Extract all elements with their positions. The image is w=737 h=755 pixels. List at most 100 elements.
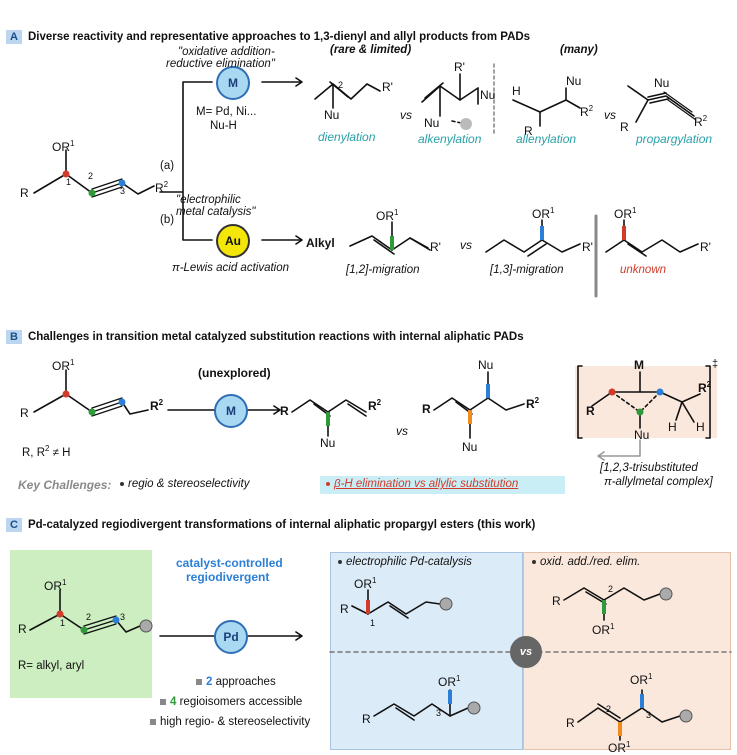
palladium-catalyst: Pd xyxy=(214,620,248,654)
dienylation-label: dienylation xyxy=(318,130,376,144)
cr1-r: R xyxy=(552,594,561,608)
lewis-acid-label: π-Lewis acid activation xyxy=(172,262,290,274)
cr2-or1-bottom: OR1 xyxy=(608,740,631,755)
cl1-r: R xyxy=(340,602,349,616)
c-sm-n1: 1 xyxy=(60,618,66,628)
section-b-header: B Challenges in transition metal catalyz… xyxy=(6,330,524,344)
alk-nu-left: Nu xyxy=(424,116,440,130)
alk-nu-right: Nu xyxy=(480,88,496,102)
section-a-title: Diverse reactivity and representative ap… xyxy=(27,31,531,43)
beta-challenge: β-H elimination vs allylic substitution xyxy=(326,478,518,490)
a-sm-or1: OR1 xyxy=(52,139,75,154)
nu-h-label: Nu-H xyxy=(210,120,237,132)
section-b-badge: B xyxy=(6,330,22,344)
section-a-header: A Diverse reactivity and representative … xyxy=(6,30,530,44)
metal-definition: M= Pd, Ni... xyxy=(196,106,257,118)
rare-label: (rare & limited) xyxy=(330,44,412,56)
section-c-title: Pd-catalyzed regiodivergent transformati… xyxy=(27,519,536,531)
section-c-badge: C xyxy=(6,518,22,532)
complex-m: M xyxy=(634,358,644,372)
allenylation-label: allenylation xyxy=(516,132,577,146)
section-c-header: C Pd-catalyzed regiodivergent transforma… xyxy=(6,518,535,532)
prop-r2: R2 xyxy=(694,114,708,129)
c-sm-n2: 2 xyxy=(86,612,92,622)
path-b-label: (b) xyxy=(160,214,175,226)
cr2-n3: 3 xyxy=(646,710,652,720)
approaches-label: 2 approaches xyxy=(196,676,276,688)
a-sm-n3: 3 xyxy=(120,186,126,196)
c-sm-or1: OR1 xyxy=(44,578,67,593)
vs-1: vs xyxy=(400,108,412,122)
many-label: (many) xyxy=(560,44,598,56)
allen-nu: Nu xyxy=(566,74,582,88)
bp1-r: R xyxy=(280,404,289,418)
c-sm-r: R xyxy=(18,622,27,636)
electrophilic-pd-label: electrophilic Pd-catalysis xyxy=(338,556,472,568)
mig13-label: [1,3]-migration xyxy=(490,264,564,276)
cr2-or1: OR1 xyxy=(630,672,653,687)
a-sm-n1: 1 xyxy=(66,177,72,187)
key-challenges-label: Key Challenges: xyxy=(18,478,112,492)
quote-oxidative-1: "oxidative addition- xyxy=(178,46,275,58)
section-a-badge: A xyxy=(6,30,22,44)
r-definition: R= alkyl, aryl xyxy=(18,660,85,672)
dien-nu: Nu xyxy=(324,108,340,122)
cl1-or1: OR1 xyxy=(354,576,377,591)
b-beta-box xyxy=(320,476,565,494)
quote-electrophilic-2: metal catalysis" xyxy=(176,206,256,218)
alk-rp: R' xyxy=(454,60,465,74)
allen-h: H xyxy=(512,84,521,98)
catalyst-controlled-label: catalyst-controlled xyxy=(176,556,283,570)
a-sm-r2: R2 xyxy=(155,180,169,195)
b-sm-r2: R2 xyxy=(150,398,164,413)
dien-n2: 2 xyxy=(338,80,344,90)
allen-r2: R2 xyxy=(580,104,594,119)
selectivity-label: high regio- & stereoselectivity xyxy=(150,716,310,728)
gold-catalyst: Au xyxy=(216,224,250,258)
vs-2: vs xyxy=(604,108,616,122)
au1-rp: R' xyxy=(430,240,441,254)
metal-catalyst-a: M xyxy=(216,66,250,100)
b-condition: R, R2 ≠ H xyxy=(22,444,71,459)
complex-caption-2: π-allylmetal complex] xyxy=(604,476,713,488)
dien-rp: R' xyxy=(382,80,393,94)
a-sm-r: R xyxy=(20,186,29,200)
section-b-title: Challenges in transition metal catalyzed… xyxy=(27,331,524,343)
b-sm-or1: OR1 xyxy=(52,358,75,373)
cr1-or1: OR1 xyxy=(592,622,615,637)
propargylation-label: propargylation xyxy=(636,132,713,146)
au1-or1: OR1 xyxy=(376,208,399,223)
bp2-nu-top: Nu xyxy=(478,358,494,372)
quote-oxidative-2: reductive elimination" xyxy=(166,58,275,70)
cr2-n2: 2 xyxy=(606,704,612,714)
complex-h2: H xyxy=(696,420,705,434)
cl2-or1: OR1 xyxy=(438,674,461,689)
a-sm-n2: 2 xyxy=(88,171,94,181)
vs-3: vs xyxy=(460,238,472,252)
prop-nu: Nu xyxy=(654,76,670,90)
alkenylation-label: alkenylation xyxy=(418,132,482,146)
bp2-r: R xyxy=(422,402,431,416)
cl2-r: R xyxy=(362,712,371,726)
unexplored-label: (unexplored) xyxy=(198,366,271,380)
bp2-nu-bottom: Nu xyxy=(462,440,478,454)
cr1-n2: 2 xyxy=(608,584,614,594)
au2-or1: OR1 xyxy=(532,206,555,221)
unk-rp: R' xyxy=(700,240,711,254)
c-left-box xyxy=(330,552,523,750)
bp1-nu: Nu xyxy=(320,436,336,450)
vs-badge: vs xyxy=(510,636,542,668)
complex-nu: Nu xyxy=(634,428,650,442)
au2-rp: R' xyxy=(582,240,593,254)
b-sm-r: R xyxy=(20,406,29,420)
dagger-symbol: ‡ xyxy=(712,358,719,370)
metal-catalyst-b: M xyxy=(214,394,248,428)
mig12-label: [1,2]-migration xyxy=(346,264,420,276)
unknown-label: unknown xyxy=(620,264,667,276)
complex-r: R xyxy=(586,404,595,418)
regio-challenge: regio & stereoselectivity xyxy=(120,478,249,490)
vs-b: vs xyxy=(396,424,408,438)
complex-h1: H xyxy=(668,420,677,434)
allen-r: R xyxy=(524,124,533,138)
